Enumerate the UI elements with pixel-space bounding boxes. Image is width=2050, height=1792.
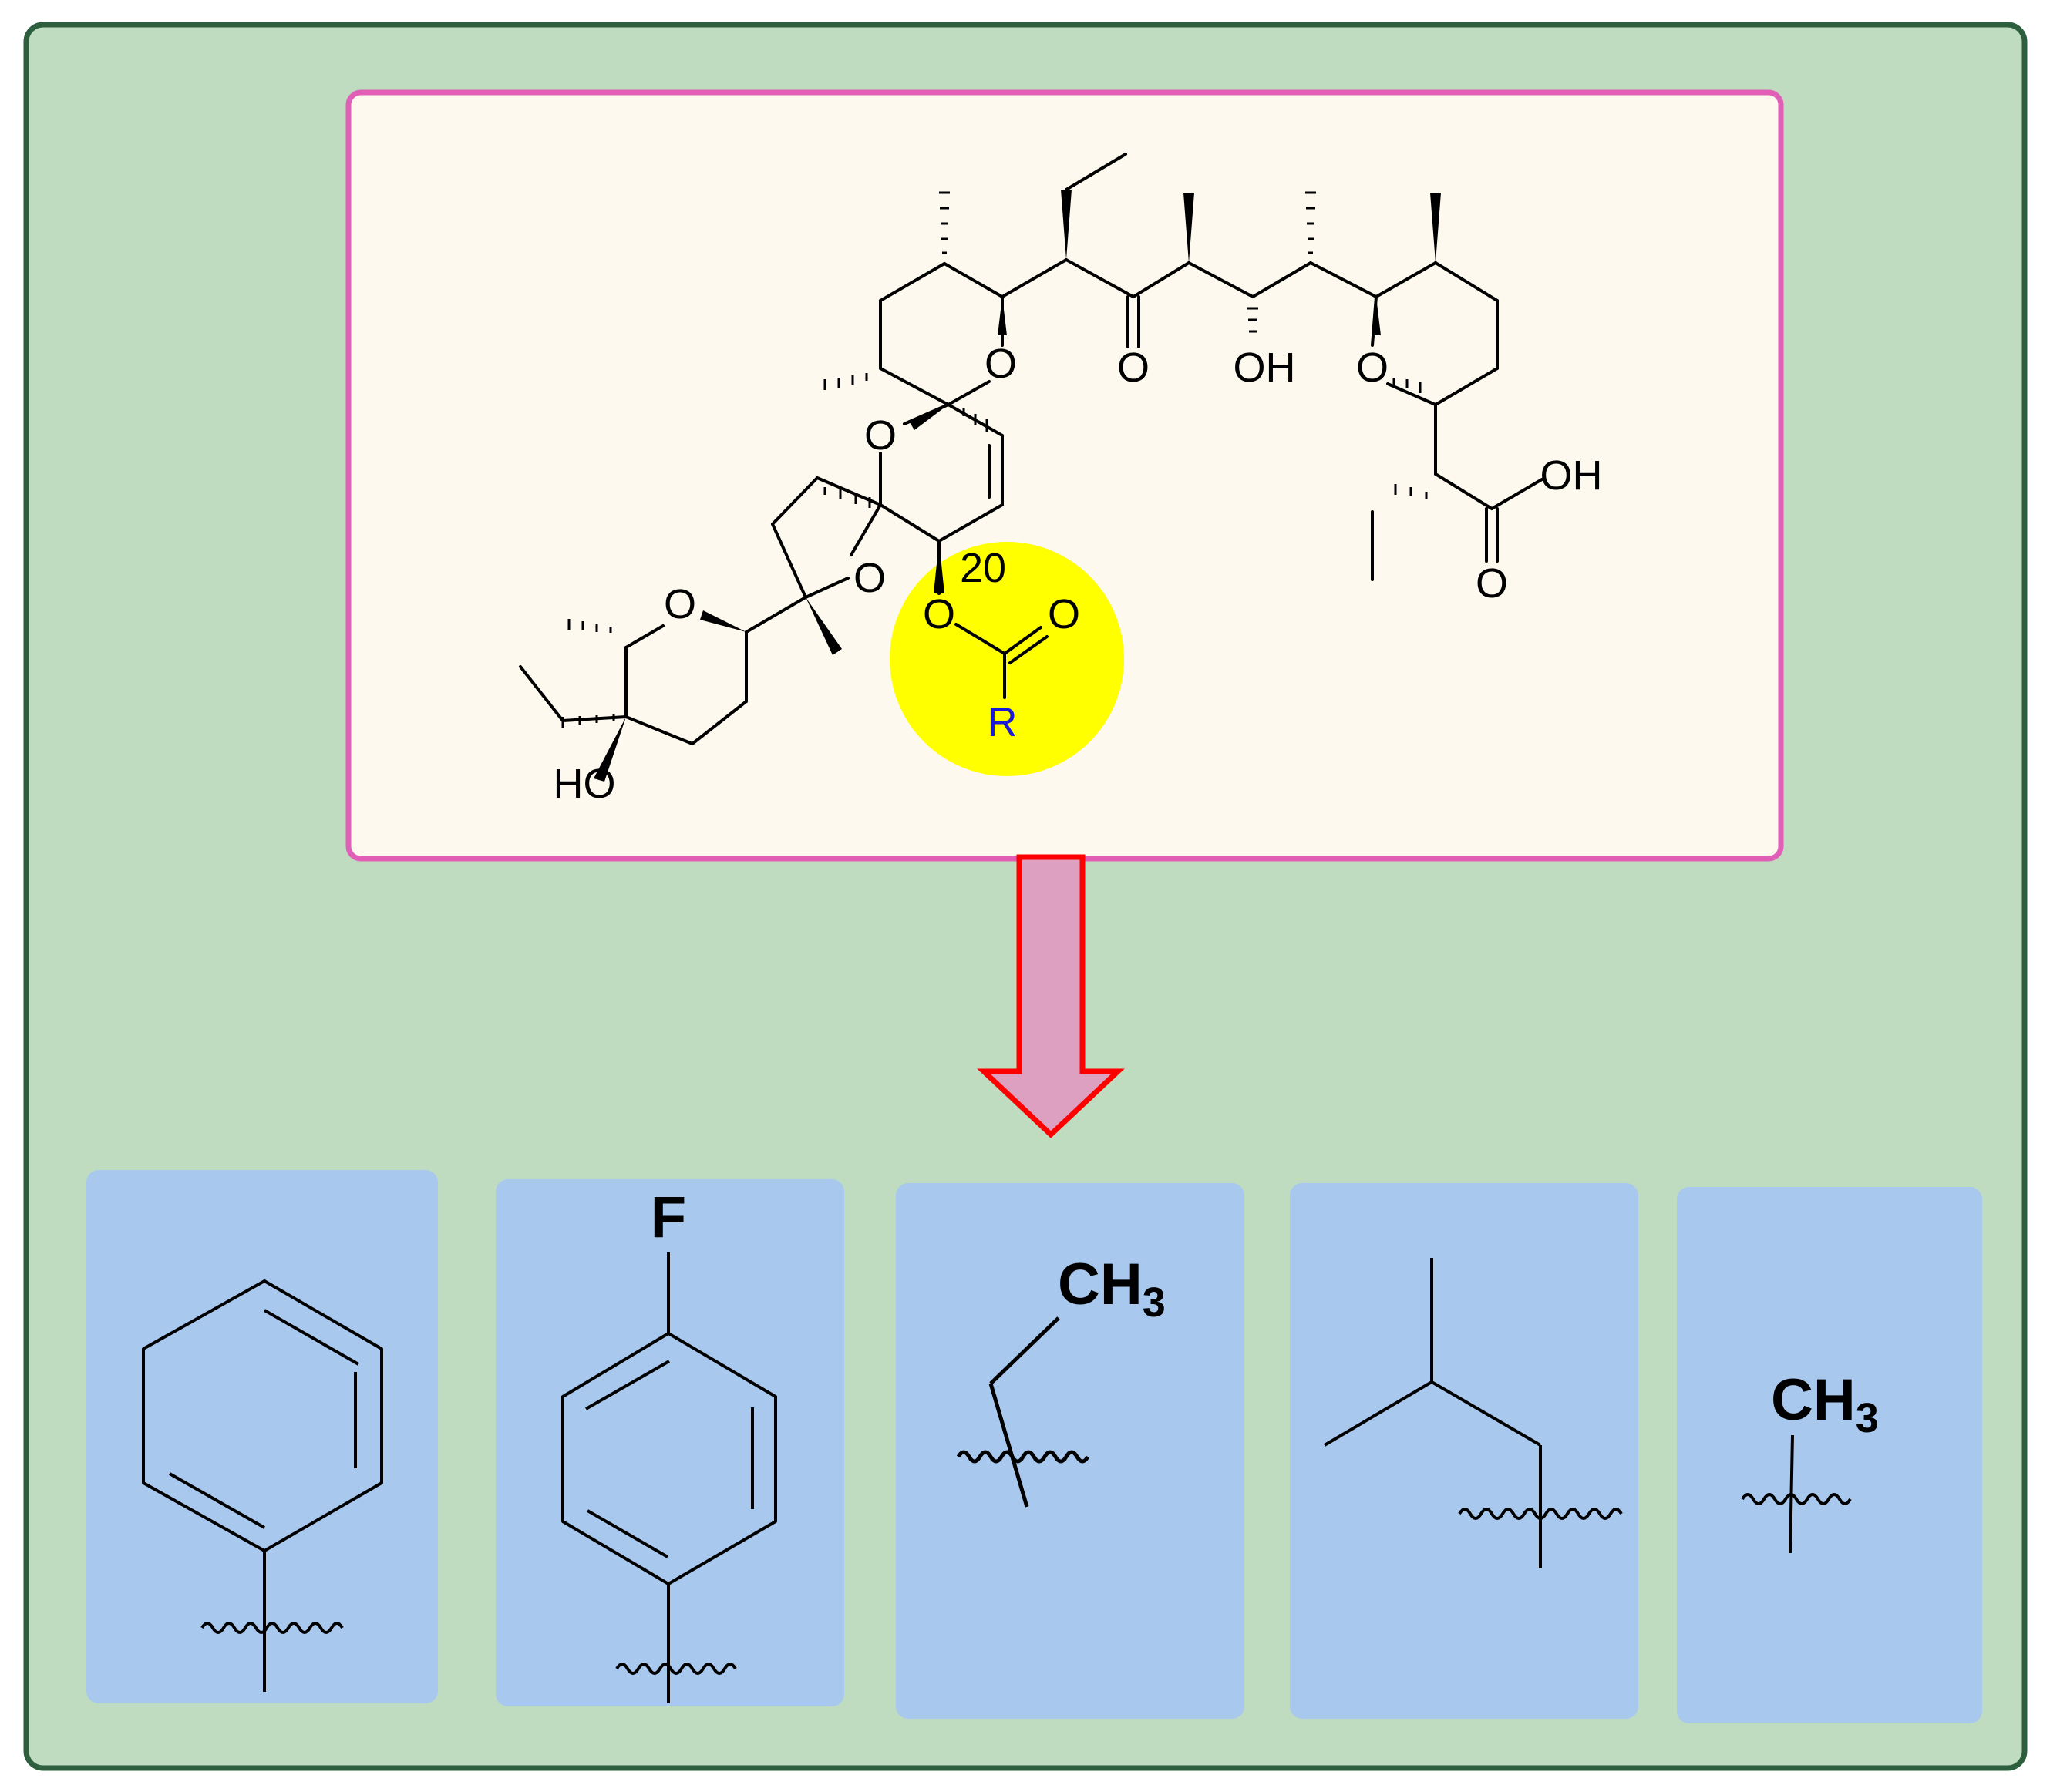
down-arrow: [977, 854, 1125, 1138]
substituent-card-fluorophenyl: [496, 1179, 844, 1706]
ethyl-ch3-subscript: 3: [1143, 1279, 1166, 1326]
atom-r-group: R: [988, 699, 1018, 745]
fluorophenyl-structure: [561, 1252, 777, 1703]
atom-o-ring-left: O: [664, 581, 696, 627]
methyl-ch3-subscript: 3: [1856, 1395, 1879, 1441]
core-atom-labels: O O O O O O R 20 O OH O OH O HO: [554, 341, 1603, 807]
atom-oh-middle: OH: [1234, 345, 1296, 391]
phenyl-structure: [142, 1279, 383, 1692]
methyl-ch3-label: CH3: [1771, 1367, 1879, 1441]
core-stereo-bonds: [594, 190, 1441, 782]
atom-ho-left: HO: [554, 761, 616, 807]
atom-oh-acid: OH: [1540, 452, 1603, 499]
atom-position-number: 20: [960, 545, 1006, 591]
atom-o-spiro-bottom: O: [853, 555, 886, 601]
substituent-card-phenyl: [86, 1170, 438, 1703]
atom-o-ring1: O: [985, 341, 1017, 387]
atom-o-ring-right: O: [1356, 345, 1389, 391]
ethyl-structure: [956, 1316, 1090, 1508]
atom-o-ester: O: [923, 591, 955, 637]
substituent-card-isobutyl: [1290, 1183, 1638, 1719]
substituent-cards: [86, 1170, 1982, 1723]
core-molecule-bonds: [519, 153, 1543, 745]
atom-o-carbonyl-ester: O: [1048, 591, 1080, 637]
isobutyl-structure: [1323, 1258, 1623, 1568]
atom-o-ketone: O: [1117, 345, 1150, 391]
ester-highlight-circle: [890, 542, 1124, 776]
ethyl-ch3-label: CH3: [1058, 1252, 1166, 1326]
atom-o-spiro-top: O: [864, 412, 897, 459]
atom-o-acid: O: [1476, 560, 1508, 607]
fluorine-label: F: [651, 1185, 686, 1250]
core-hash-bonds: [561, 191, 1428, 728]
substituent-card-methyl: [1677, 1187, 1982, 1723]
methyl-structure: [1741, 1434, 1852, 1554]
